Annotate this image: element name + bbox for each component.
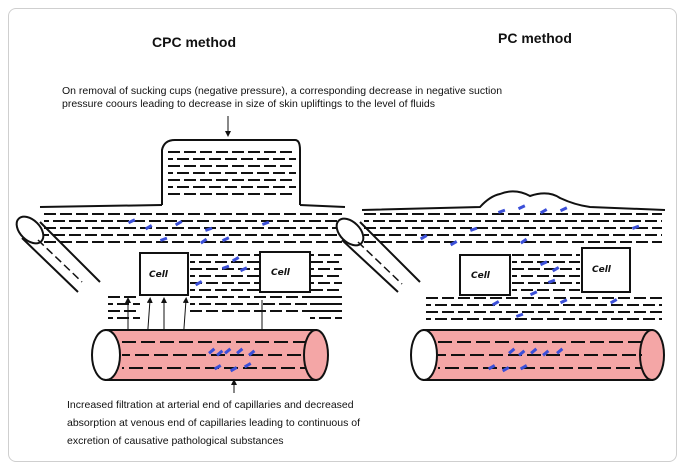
cpc-cell-2: Cell [259,251,311,293]
pc-capillary [410,329,665,381]
bottom-annotation: Increased filtration at arterial end of … [67,396,360,450]
pc-panel: Cell Cell [335,190,666,381]
title-pc-method: PC method [498,30,572,46]
cpc-side-vessel [15,215,101,293]
svg-text:Cell: Cell [271,268,291,278]
top-annotation-line-2: pressure coours leading to decrease in s… [62,98,435,110]
pc-particles [419,204,640,373]
cpc-particles [127,218,270,373]
skin-uplift-dome [161,139,301,205]
pc-cell-2: Cell [581,247,631,293]
top-annotation: On removal of sucking cups (negative pre… [62,85,502,111]
svg-text:Cell: Cell [149,270,169,280]
top-annotation-line-1: On removal of sucking cups (negative pre… [62,85,503,97]
pc-cell-1: Cell [459,254,511,296]
cpc-capillary [91,329,329,381]
cpc-cell-1: Cell [139,252,189,296]
bottom-annotation-line-1: Increased filtration at arterial end of … [67,399,354,411]
cpc-panel: Cell Cell [15,116,346,393]
bottom-annotation-line-3: excretion of causative pathological subs… [67,435,284,447]
cpc-skin-surface [39,204,346,208]
bottom-annotation-line-2: absorption at venous end of capillaries … [67,417,361,429]
pc-side-vessel [335,217,421,293]
title-cpc-method: CPC method [152,34,236,50]
svg-text:Cell: Cell [592,265,612,275]
pc-tissue-lines [364,213,662,320]
dome-tissue-lines [168,151,296,195]
svg-text:Cell: Cell [471,271,491,281]
pc-skin-surface [361,190,666,211]
